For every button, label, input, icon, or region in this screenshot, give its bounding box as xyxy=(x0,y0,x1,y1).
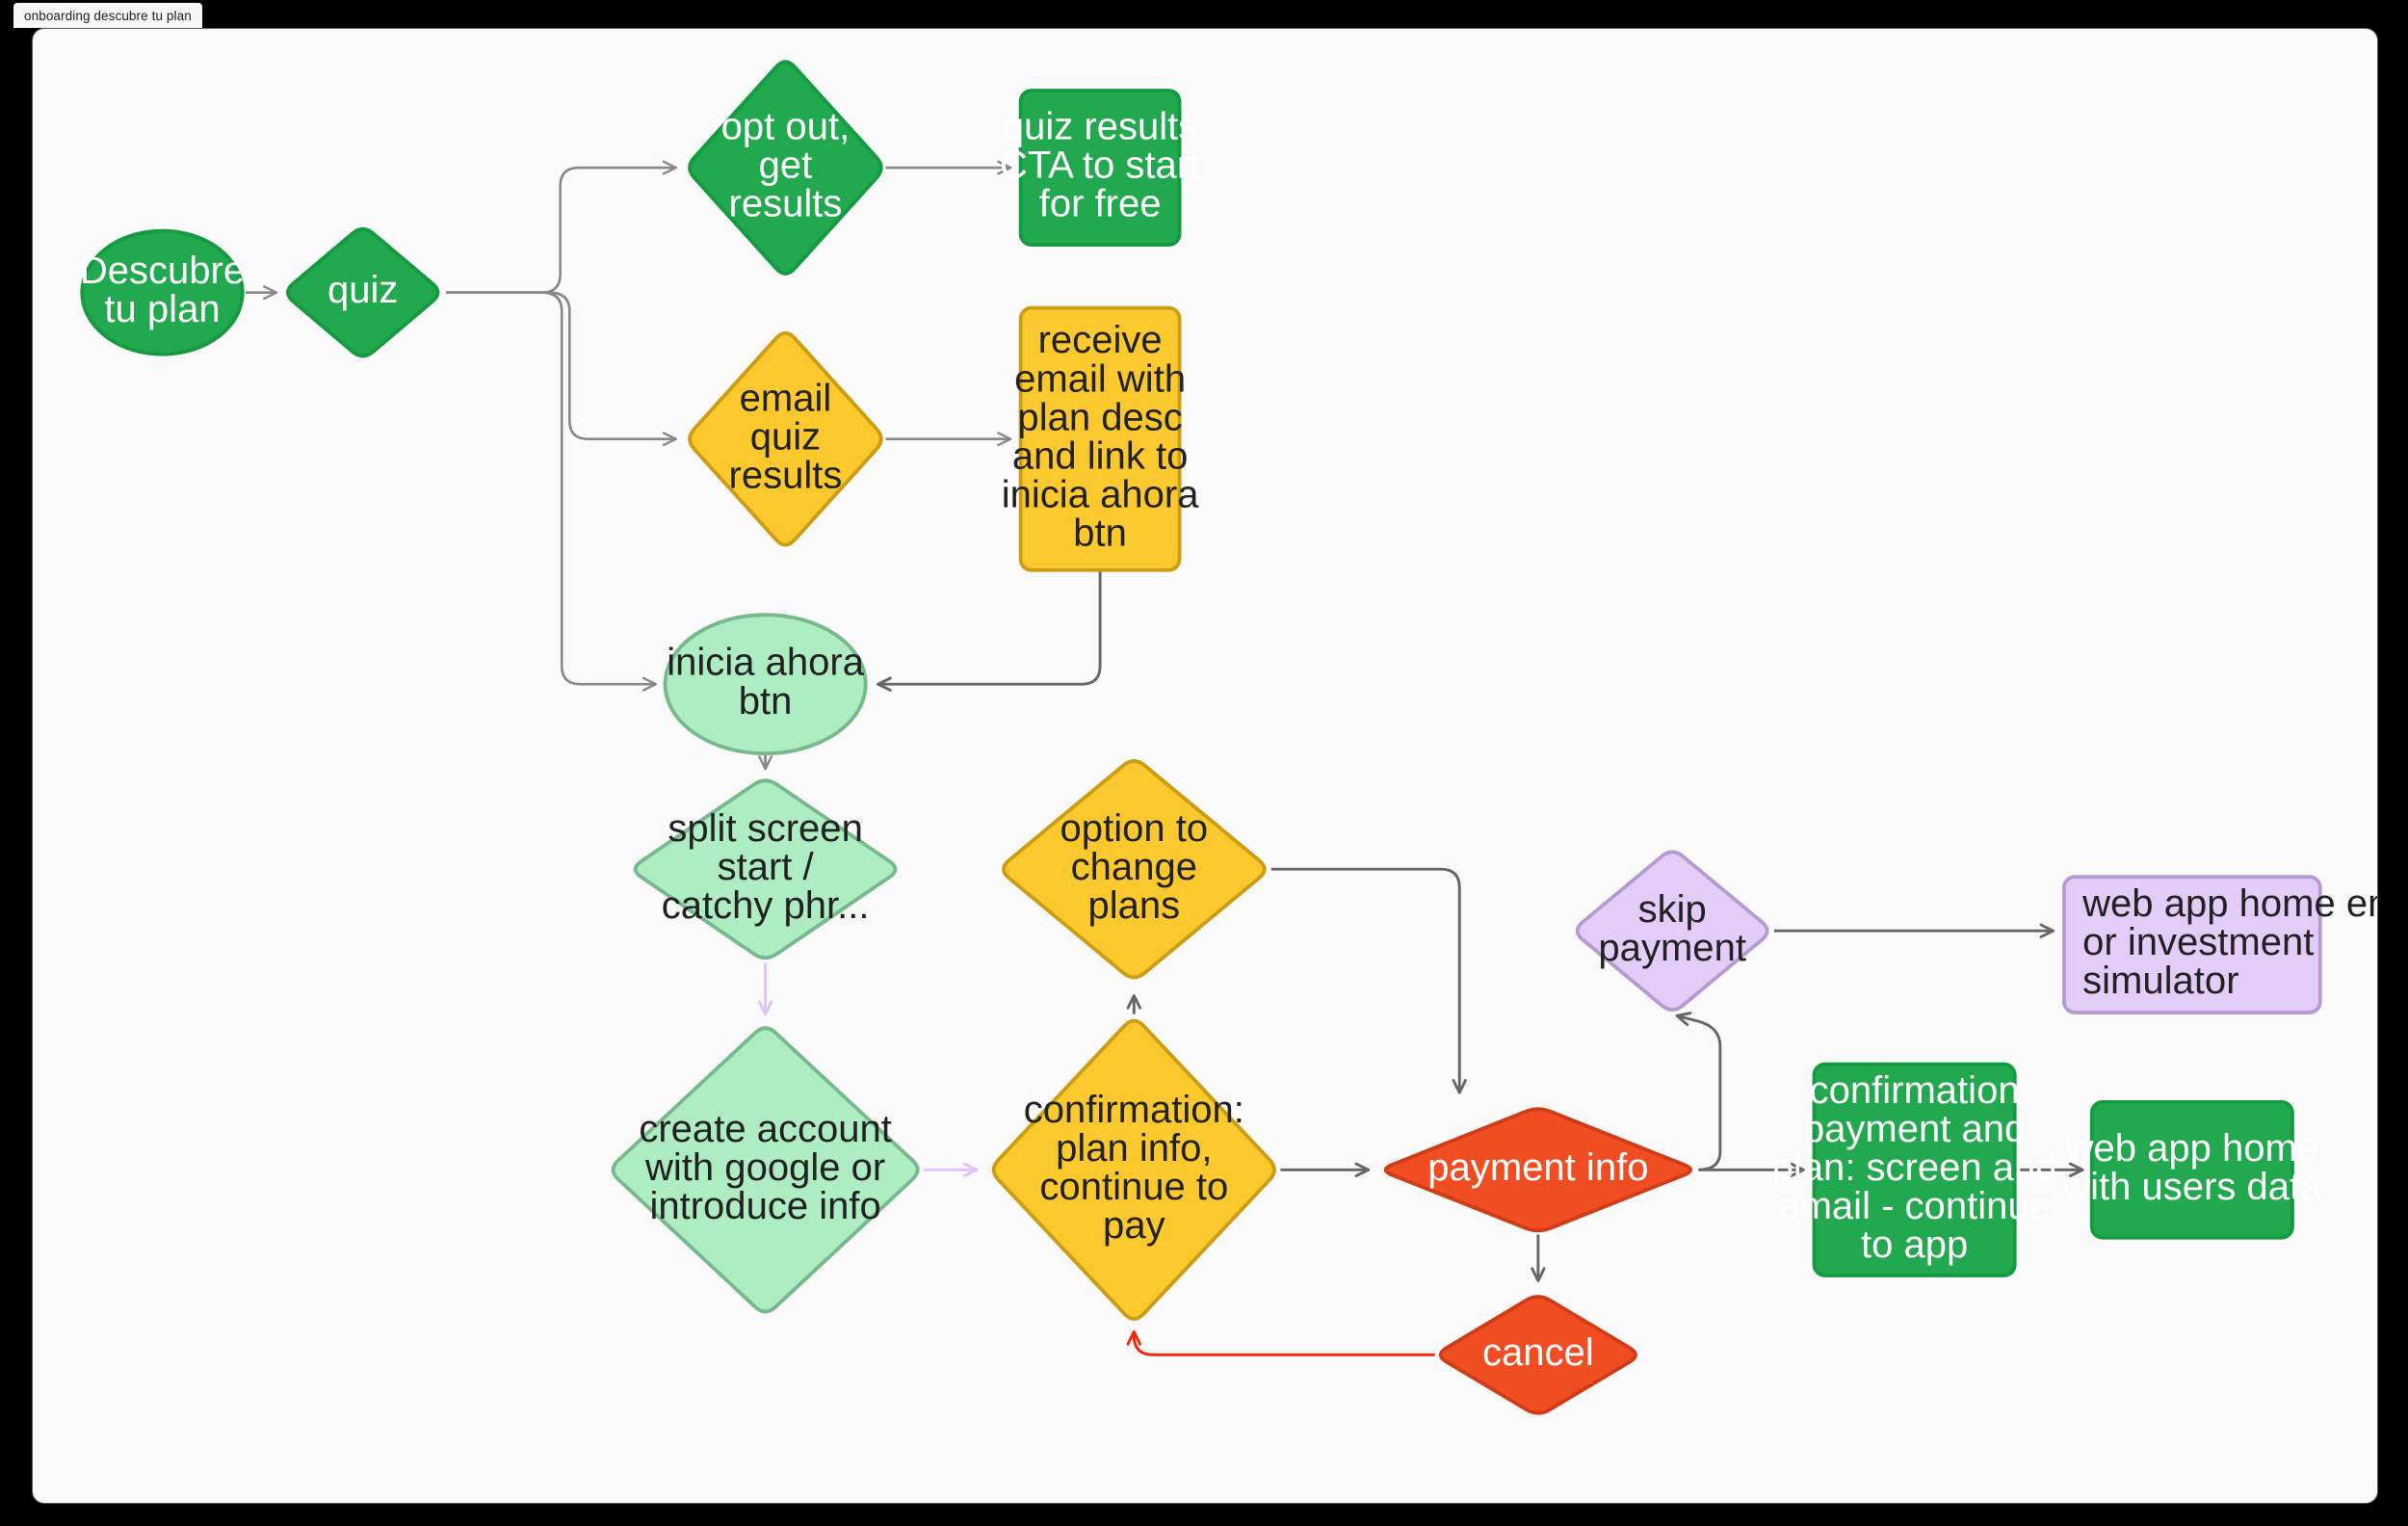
node-label-option-change-plans: change xyxy=(1071,846,1197,888)
node-label-confirmation-payment: plan: screen and xyxy=(1772,1146,2057,1189)
node-shape-rect xyxy=(2062,875,2322,1014)
node-label-confirmation-plan-info: continue to xyxy=(1039,1166,1228,1208)
node-label-cancel: cancel xyxy=(1482,1331,1594,1374)
node-label-receive-email: btn xyxy=(1073,512,1127,554)
node-label-web-app-home-empty: or investment xyxy=(2082,921,2314,963)
node-label-web-app-home-empty: simulator xyxy=(2082,960,2238,1002)
node-label-option-change-plans: plans xyxy=(1087,884,1180,927)
node-label-confirmation-plan-info: confirmation: xyxy=(1024,1089,1244,1131)
node-shape-rect xyxy=(1018,305,1182,572)
edge-quiz-to-opt-out xyxy=(446,160,677,294)
node-label-start: tu plan xyxy=(104,288,220,330)
node-label-confirmation-payment: to app xyxy=(1861,1223,1968,1266)
node-label-email-quiz-results: results xyxy=(728,454,842,496)
node-label-web-app-home-empty: web app home empty xyxy=(2081,882,2377,925)
node-label-confirmation-plan-info: plan info, xyxy=(1056,1127,1212,1170)
node-label-receive-email: email with xyxy=(1014,357,1186,400)
edge-receive-email-to-inicia-ahora xyxy=(877,571,1102,692)
node-label-opt-out: opt out, xyxy=(721,106,851,148)
node-label-split-screen: start / xyxy=(718,846,815,888)
node-shape-diamond xyxy=(1438,1295,1637,1415)
node-label-web-app-home-users: web app home xyxy=(2065,1127,2319,1170)
node-label-skip-payment: payment xyxy=(1598,927,1746,969)
node-shape-diamond xyxy=(1383,1107,1692,1233)
node-label-confirmation-payment: email - continue xyxy=(1778,1185,2051,1227)
edge-option-change-plans-to-payment-info xyxy=(1270,867,1467,1094)
node-label-opt-out: get xyxy=(759,145,813,187)
tab-label: onboarding descubre tu plan xyxy=(24,8,192,23)
node-label-inicia-ahora: btn xyxy=(739,680,793,723)
node-label-receive-email: inicia ahora xyxy=(1002,473,1199,515)
node-label-quiz: quiz xyxy=(327,269,398,311)
node-label-email-quiz-results: quiz xyxy=(750,415,821,458)
node-label-create-account: create account xyxy=(639,1108,892,1150)
node-shape-diamond xyxy=(286,226,440,358)
node-label-receive-email: and link to xyxy=(1012,434,1188,477)
node-label-confirmation-plan-info: pay xyxy=(1103,1204,1165,1247)
node-label-split-screen: catchy phr... xyxy=(662,884,870,927)
node-label-start: Descubre xyxy=(80,250,245,292)
node-quiz[interactable]: quiz xyxy=(286,226,440,358)
node-label-create-account: introduce info xyxy=(649,1185,880,1227)
node-label-quiz-results-cta: CTA to start xyxy=(1000,145,1200,187)
node-shape-diamond xyxy=(991,1018,1276,1322)
node-shape-diamond xyxy=(633,778,898,960)
node-shape-diamond xyxy=(1575,850,1769,1012)
node-label-web-app-home-users: with users data xyxy=(2061,1166,2322,1208)
node-payment-info[interactable]: payment info xyxy=(1383,1107,1692,1233)
node-cancel[interactable]: cancel xyxy=(1438,1295,1637,1415)
node-label-confirmation-payment: payment and xyxy=(1803,1108,2026,1150)
node-label-split-screen: split screen xyxy=(667,807,862,850)
edge-quiz-to-inicia-ahora xyxy=(446,291,658,692)
node-shape-diamond xyxy=(688,60,883,276)
node-shape-circle xyxy=(80,228,245,356)
node-label-opt-out: results xyxy=(728,183,842,225)
node-shape-rect xyxy=(1018,89,1182,247)
tab-bar: onboarding descubre tu plan xyxy=(0,0,2408,33)
node-shape-rect xyxy=(2089,1099,2294,1240)
node-label-payment-info: payment info xyxy=(1427,1146,1648,1189)
node-label-quiz-results-cta: for free xyxy=(1039,183,1162,225)
node-shape-rect xyxy=(1812,1062,2017,1277)
node-label-receive-email: receive xyxy=(1038,319,1163,361)
edge-payment-info-to-skip-payment xyxy=(1675,1012,1722,1171)
edge-quiz-to-email-quiz-results xyxy=(446,291,677,447)
tab-onboarding-descubre-tu-plan[interactable]: onboarding descubre tu plan xyxy=(13,3,202,28)
node-shape-diamond xyxy=(1002,759,1267,980)
node-label-confirmation-payment: confirmation xyxy=(1810,1069,2020,1112)
edge-cancel-to-confirmation-plan-info xyxy=(1126,1329,1435,1356)
node-label-quiz-results-cta: quiz results xyxy=(1003,106,1197,148)
edges-layer xyxy=(245,160,2084,1356)
node-label-email-quiz-results: email xyxy=(740,377,832,419)
node-label-create-account: with google or xyxy=(644,1146,885,1189)
node-shape-diamond xyxy=(611,1026,920,1314)
node-shape-diamond xyxy=(688,330,883,547)
node-label-option-change-plans: option to xyxy=(1060,807,1209,850)
node-label-skip-payment: skip xyxy=(1638,888,1707,931)
node-label-inicia-ahora: inicia ahora xyxy=(667,642,864,684)
node-label-receive-email: plan desc xyxy=(1017,396,1182,438)
node-shape-ellipse xyxy=(663,613,868,756)
